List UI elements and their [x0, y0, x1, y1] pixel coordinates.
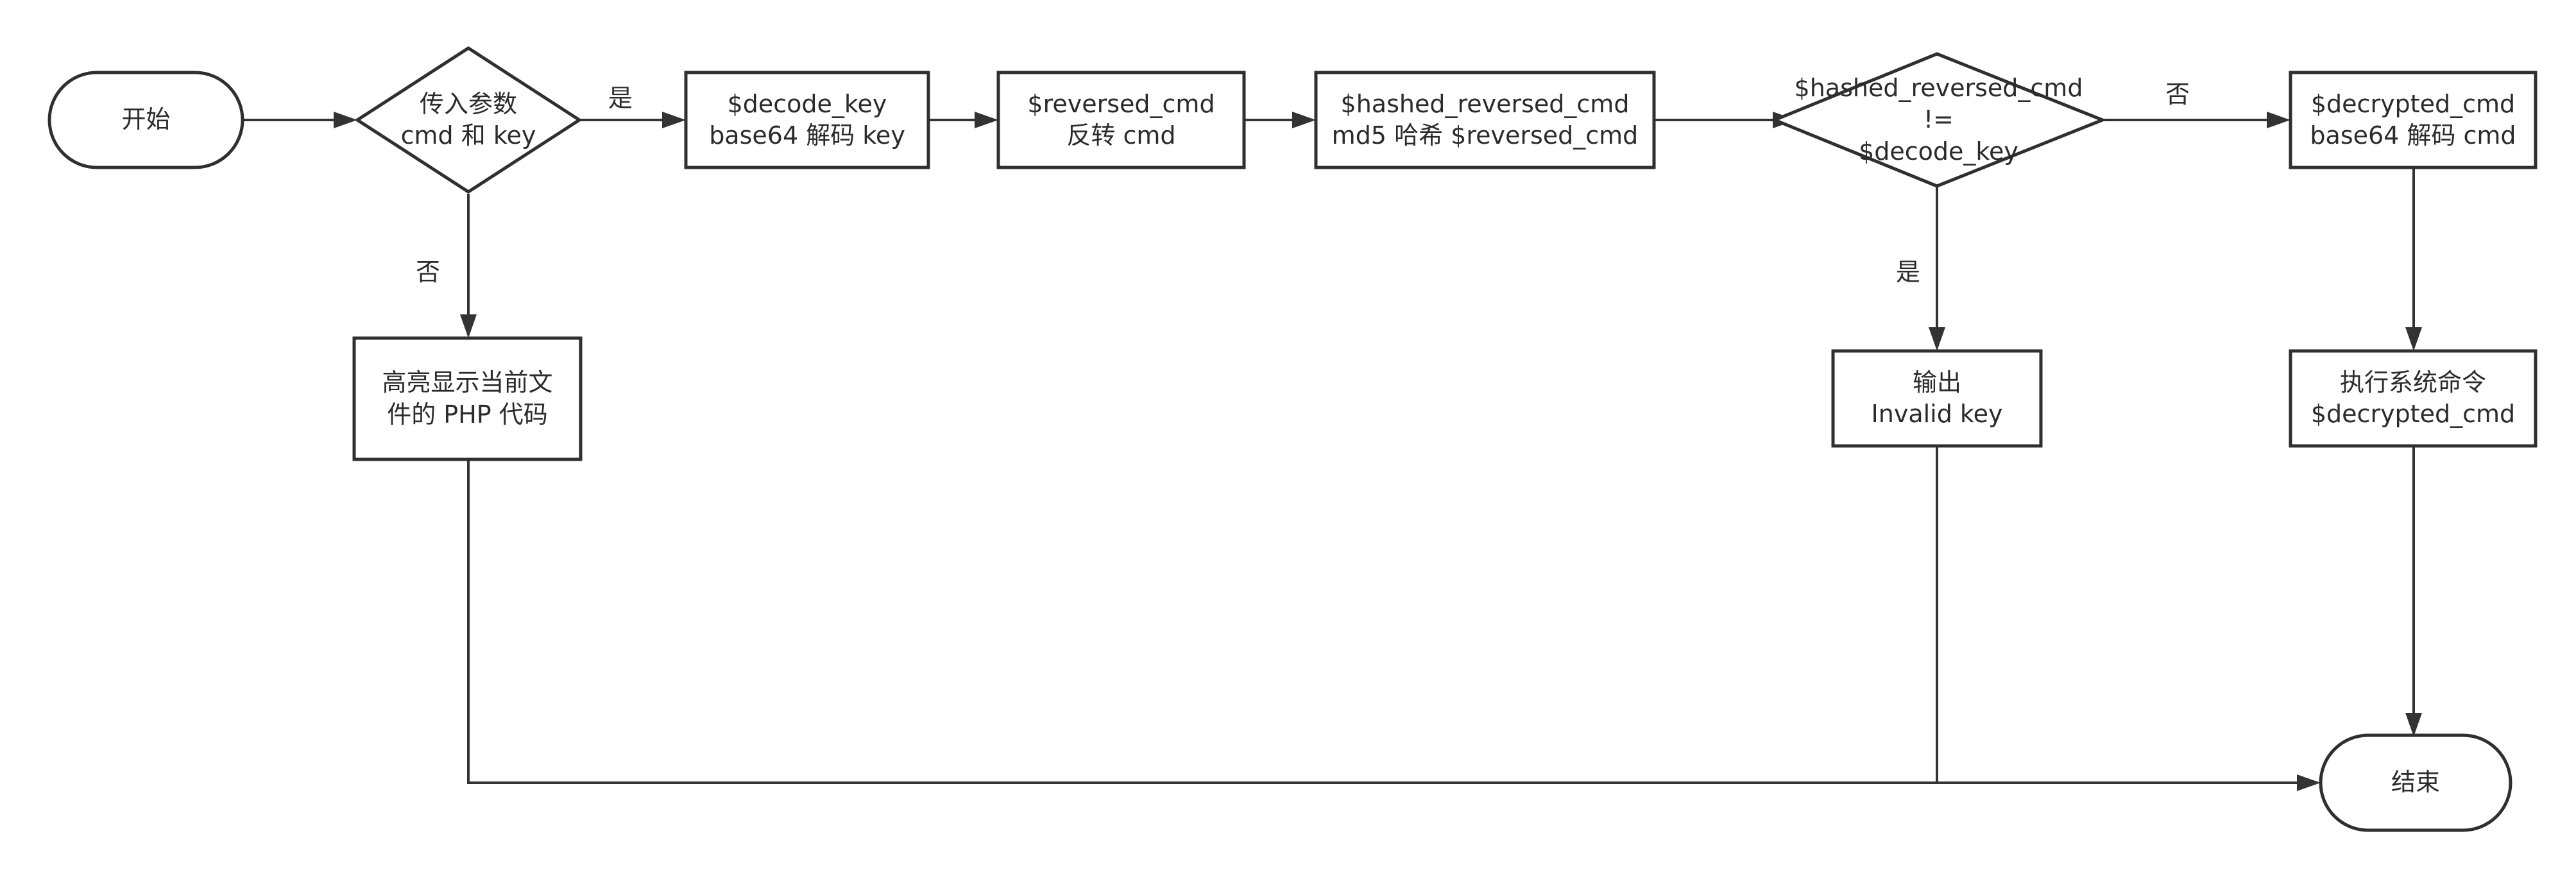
compare-line-2: !=: [1923, 105, 1954, 134]
reverse-cmd-box: [996, 71, 1246, 169]
highlight-line-2: 件的 PHP 代码: [387, 400, 548, 429]
arrowhead: [2405, 713, 2422, 737]
decrypt-cmd-line-1: $decrypted_cmd: [2310, 89, 2516, 118]
decrypt-cmd-line-2: base64 解码 cmd: [2310, 121, 2516, 149]
edge-highlight-to-end: [467, 460, 2297, 784]
invalid-key-line-2: Invalid key: [1871, 400, 2003, 428]
arrowhead: [460, 314, 477, 338]
edge-label-params-yes: 是: [608, 84, 633, 112]
params-decision-label: 传入参数 cmd 和 key: [357, 48, 579, 192]
decode-key-label: $decode_key base64 解码 key: [686, 73, 928, 167]
hash-reversed-line-1: $hashed_reversed_cmd: [1340, 89, 1630, 118]
hash-reversed-line-2: md5 哈希 $reversed_cmd: [1331, 121, 1639, 149]
hash-reversed-box: [1314, 71, 1656, 169]
params-decision-line-1: 传入参数: [419, 89, 517, 118]
arrowhead: [2297, 774, 2321, 791]
execute-line-2: $decrypted_cmd: [2310, 400, 2516, 428]
compare-decision: [1770, 52, 2107, 188]
edges: [243, 112, 2422, 791]
highlight-label: 高亮显示当前文 件的 PHP 代码: [354, 338, 581, 459]
invalid-key-box: [1831, 349, 2043, 448]
arrowhead: [334, 112, 357, 128]
edge-label-compare-no: 否: [2165, 80, 2190, 108]
start-text: 开始: [121, 105, 171, 134]
decode-key-line-2: base64 解码 key: [709, 121, 905, 149]
highlight-box: [352, 336, 583, 461]
decode-key-line-1: $decode_key: [727, 89, 887, 118]
arrowhead: [1929, 327, 1945, 351]
compare-line-1: $hashed_reversed_cmd: [1794, 73, 2083, 102]
decode-key-box: [684, 71, 930, 169]
params-decision-line-2: cmd 和 key: [400, 121, 536, 149]
decrypt-cmd-label: $decrypted_cmd base64 解码 cmd: [2290, 73, 2536, 167]
execute-box: [2289, 349, 2538, 448]
arrowhead: [2405, 327, 2422, 351]
invalid-key-label: 输出 Invalid key: [1833, 351, 2041, 446]
arrowhead: [662, 112, 686, 128]
end-text: 结束: [2391, 768, 2440, 797]
decrypt-cmd-box: [2289, 71, 2538, 169]
execute-label: 执行系统命令 $decrypted_cmd: [2290, 351, 2536, 446]
arrowhead: [975, 112, 998, 128]
start-label: 开始: [49, 73, 243, 167]
hash-reversed-label: $hashed_reversed_cmd md5 哈希 $reversed_cm…: [1316, 73, 1654, 167]
reverse-cmd-label: $reversed_cmd 反转 cmd: [998, 73, 1244, 167]
edge-label-compare-yes: 是: [1896, 258, 1921, 286]
params-decision: [354, 46, 583, 194]
end-terminal: [2319, 733, 2512, 832]
edge-label-params-no: 否: [416, 258, 441, 286]
compare-line-3: $decode_key: [1859, 137, 2018, 166]
shapes: [47, 46, 2538, 832]
arrowhead: [1292, 112, 1316, 128]
reverse-cmd-line-2: 反转 cmd: [1066, 121, 1176, 149]
reverse-cmd-line-1: $reversed_cmd: [1027, 89, 1215, 118]
end-label: 结束: [2321, 735, 2511, 830]
compare-decision-label: $hashed_reversed_cmd != $decode_key: [1775, 54, 2103, 186]
highlight-line-1: 高亮显示当前文: [382, 368, 553, 397]
arrowhead: [2267, 112, 2290, 128]
start-terminal: [47, 71, 244, 169]
invalid-key-line-1: 输出: [1912, 368, 1961, 397]
execute-line-1: 执行系统命令: [2339, 368, 2486, 397]
